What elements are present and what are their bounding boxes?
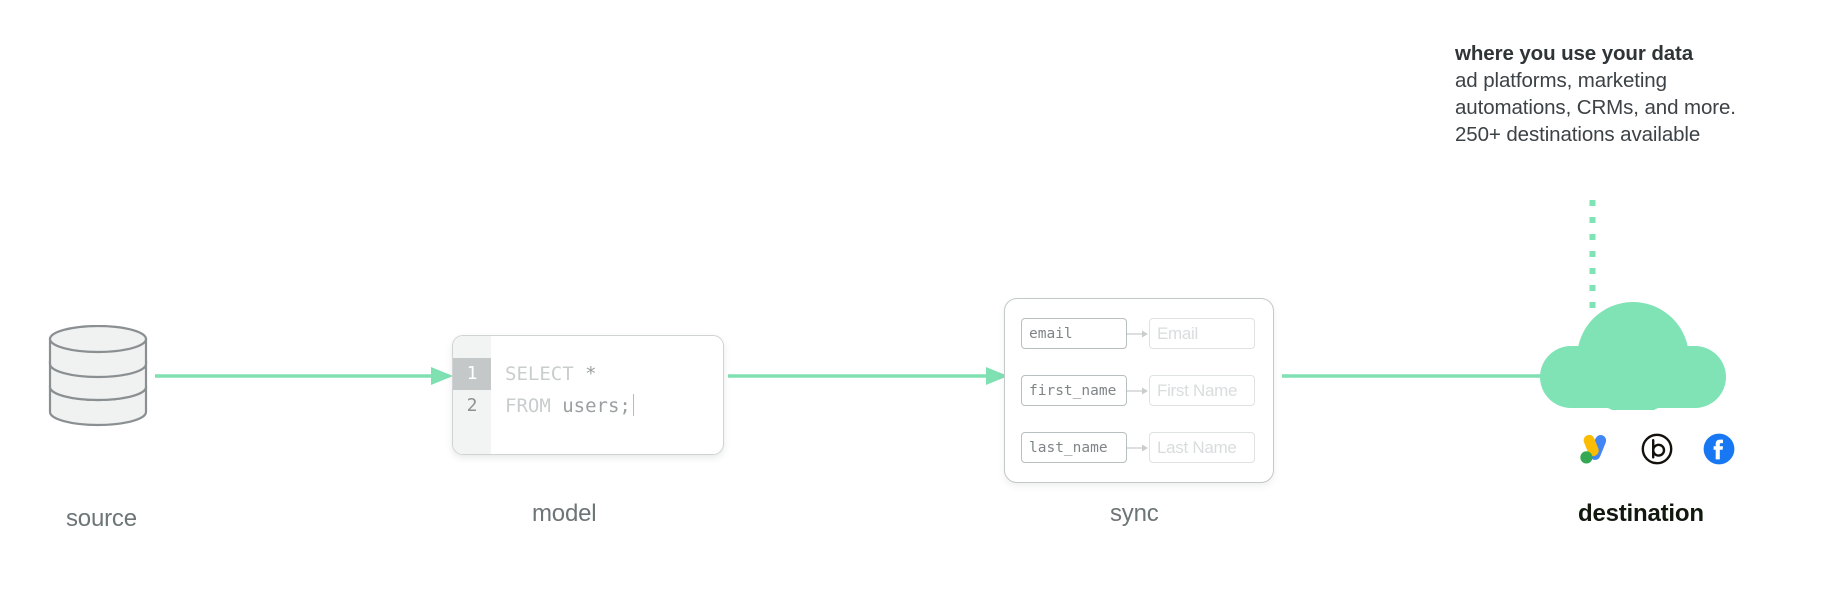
- stage-label-model: model: [532, 500, 597, 527]
- cloud-icon: [1540, 300, 1740, 415]
- dotted-connector-icon: [1589, 200, 1596, 308]
- code-keyword-from: FROM: [505, 395, 551, 417]
- destination-field-email[interactable]: Email: [1149, 318, 1255, 349]
- destination-field-first-name[interactable]: First Name: [1149, 375, 1255, 406]
- destination-field-last-name[interactable]: Last Name: [1149, 432, 1255, 463]
- code-keyword-select: SELECT: [505, 363, 574, 385]
- code-rest-1: *: [573, 363, 597, 385]
- source-field-last-name[interactable]: last_name: [1021, 432, 1127, 463]
- database-svg: [48, 324, 148, 427]
- code-line-1: SELECT *: [505, 358, 723, 390]
- destination-brand-icons: [1578, 432, 1758, 466]
- editor-gutter: 1 2: [453, 336, 491, 454]
- callout-line-1: ad platforms, marketing: [1455, 69, 1667, 93]
- google-ads-icon[interactable]: [1578, 432, 1612, 466]
- callout-line-3: 250+ destinations available: [1455, 123, 1701, 147]
- source-field-first-name[interactable]: first_name: [1021, 375, 1127, 406]
- field-mapping-panel[interactable]: email Email first_name First Name last_n…: [1004, 298, 1274, 483]
- code-editor[interactable]: 1 2 SELECT * FROM users;: [452, 335, 724, 455]
- line-number-2: 2: [466, 395, 478, 416]
- database-icon: [48, 324, 148, 442]
- arrow-sync-to-destination: [1282, 367, 1570, 385]
- mapping-row[interactable]: email Email: [1021, 318, 1257, 349]
- code-line-2: FROM users;: [505, 390, 723, 422]
- line-number-1: 1: [453, 358, 491, 390]
- facebook-icon[interactable]: [1702, 432, 1736, 466]
- stage-label-sync: sync: [1110, 500, 1159, 527]
- cloud-svg: [1540, 302, 1726, 414]
- code-rest-2: users;: [550, 395, 631, 417]
- editor-code-area[interactable]: SELECT * FROM users;: [491, 336, 723, 454]
- stage-label-destination: destination: [1578, 500, 1704, 527]
- braze-icon[interactable]: [1640, 432, 1674, 466]
- mapping-arrow-icon: [1127, 444, 1148, 451]
- text-caret: [632, 394, 635, 416]
- mapping-arrow-icon: [1127, 387, 1148, 394]
- arrow-model-to-sync: [728, 367, 1008, 385]
- source-field-email[interactable]: email: [1021, 318, 1127, 349]
- mapping-row[interactable]: first_name First Name: [1021, 375, 1257, 406]
- arrow-source-to-model: [155, 367, 453, 385]
- stage-label-source: source: [66, 505, 137, 532]
- callout-title: where you use your data: [1455, 42, 1694, 65]
- mapping-row[interactable]: last_name Last Name: [1021, 432, 1257, 463]
- callout-line-2: automations, CRMs, and more.: [1455, 96, 1736, 120]
- mapping-arrow-icon: [1127, 330, 1148, 337]
- callout-block: where you use your data ad platforms, ma…: [1455, 40, 1825, 148]
